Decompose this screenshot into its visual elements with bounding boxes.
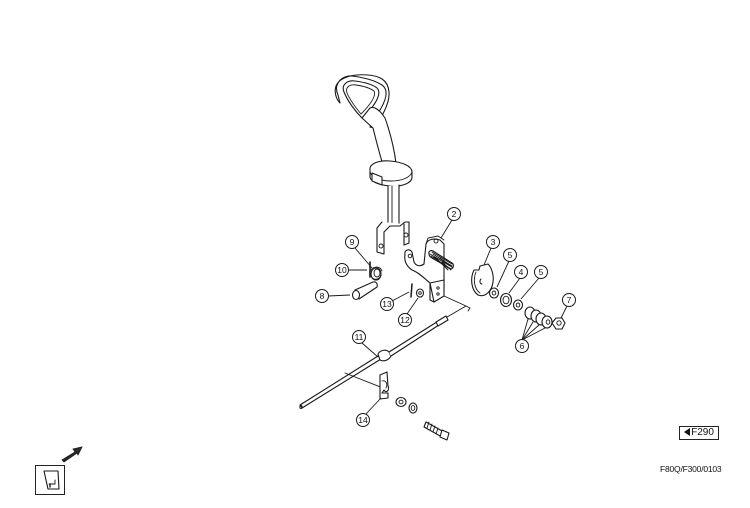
svg-text:4: 4 (519, 267, 524, 277)
callout-7: 7 (562, 293, 576, 307)
clamp-lock-washer (408, 402, 418, 414)
triangle-left-icon (684, 428, 691, 436)
svg-text:12: 12 (400, 315, 410, 325)
svg-text:7: 7 (567, 295, 572, 305)
control-cable (299, 295, 471, 409)
spacers (524, 306, 553, 329)
clamp-washer (395, 396, 407, 408)
clamp-bolt (423, 421, 450, 441)
figure-reference-text: F290 (691, 427, 714, 438)
callout-3: 3 (486, 235, 500, 249)
leader-lines (327, 219, 568, 415)
bracket-spring (428, 250, 454, 271)
callout-11: 11 (352, 330, 366, 344)
nut (551, 317, 566, 330)
operator-seat-icon (43, 470, 60, 490)
svg-text:10: 10 (337, 265, 347, 275)
operator-seat-frame (35, 465, 65, 495)
callout-5a: 5 (503, 248, 517, 262)
direction-arrow-icon (61, 446, 83, 463)
callout-14: 14 (356, 413, 370, 427)
svg-text:5: 5 (508, 250, 513, 260)
cable-clamp (379, 371, 390, 400)
detent-plate (471, 263, 494, 297)
callout-10: 10 (335, 263, 349, 277)
callout-6: 6 (515, 339, 529, 353)
washer-small (415, 288, 425, 298)
washer-upper (488, 287, 500, 299)
svg-text:14: 14 (358, 415, 368, 425)
svg-text:2: 2 (452, 209, 457, 219)
svg-text:5: 5 (539, 267, 544, 277)
svg-text:3: 3 (491, 237, 496, 247)
split-pin (410, 283, 413, 298)
callout-13: 13 (380, 297, 394, 311)
svg-text:9: 9 (350, 237, 355, 247)
lever-handle (334, 74, 413, 255)
svg-text:11: 11 (355, 332, 364, 342)
figure-reference-badge: F290 (679, 426, 719, 440)
drawing-code: F80Q/F300/0103 (660, 464, 722, 474)
lock-washer (499, 292, 513, 308)
callout-8: 8 (315, 289, 329, 303)
svg-text:13: 13 (382, 299, 392, 309)
svg-text:8: 8 (320, 291, 325, 301)
clevis-pin (351, 281, 378, 301)
bracket (404, 235, 454, 303)
callout-9: 9 (345, 235, 359, 249)
callout-12: 12 (398, 313, 412, 327)
washer-lower (512, 299, 524, 311)
callout-2: 2 (447, 207, 461, 221)
callout-5b: 5 (534, 265, 548, 279)
spring (370, 266, 383, 281)
svg-text:6: 6 (520, 341, 525, 351)
callout-4: 4 (514, 265, 528, 279)
